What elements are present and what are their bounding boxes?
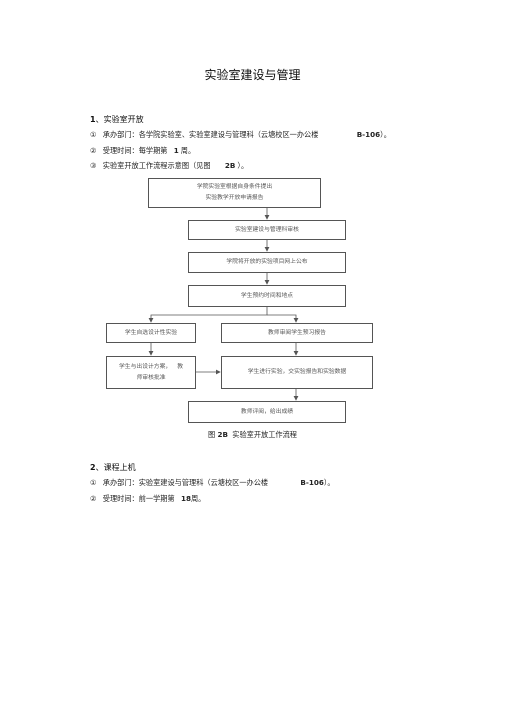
item-marker: ②: [90, 146, 97, 155]
item-text: 实验室开放工作流程示意图（见图: [102, 161, 211, 170]
page-title: 实验室建设与管理: [204, 68, 301, 82]
item-tail: ）。: [380, 130, 391, 139]
flow-box-text: 师审核批准: [136, 374, 166, 381]
item-code: B-106: [356, 130, 381, 139]
section-1-item-3: ③ 实验室开放工作流程示意图（见图 2B）。: [90, 161, 248, 171]
flow-box-text: 学院实验室根据自身条件提出: [196, 184, 273, 190]
flow-box-text-part: 学生与出设计方案，: [119, 363, 172, 370]
flow-box-design-experiment: 学生自选设计性实验: [106, 323, 196, 343]
item-code: 1: [173, 146, 179, 155]
item-tail: 周。: [180, 146, 196, 155]
item-text: 承办部门：各学院实验室、实验室建设与管理科（云塘校区一办公楼: [102, 130, 319, 139]
flow-box-grading: 教师评阅，给出成绩: [188, 401, 346, 423]
flow-box-text: 学生与出设计方案， 教: [119, 362, 183, 373]
item-code: 2B: [224, 161, 236, 170]
section-2-title: 、课程上机: [95, 463, 136, 472]
flow-box-design-plan: 学生与出设计方案， 教 师审核批准: [106, 356, 196, 389]
item-tail: 周。: [190, 494, 206, 503]
flow-box-text: 学生预约时间和地点: [240, 292, 294, 299]
section-2-number: 2: [90, 463, 96, 472]
section-1-title: 、实验室开放: [95, 115, 144, 124]
flow-box-text: 学院将开放的实验项目网上公布: [226, 259, 308, 265]
item-marker: ①: [90, 478, 97, 487]
flow-box-text: 教师审阅学生预习报告: [268, 329, 326, 336]
item-marker: ②: [90, 494, 97, 503]
item-code: 18: [180, 494, 191, 503]
arrow-4-5: [148, 307, 268, 323]
flow-box-conduct-experiment: 学生进行实验，交实验报告和实验数据: [221, 356, 373, 389]
caption-fig-number: 2B: [217, 430, 228, 439]
section-1-item-1: ① 承办部门：各学院实验室、实验室建设与管理科（云塘校区一办公楼 B-106）。: [90, 130, 391, 140]
item-text: 受理时间：每学期第: [102, 146, 168, 155]
caption-fig-label: 图: [208, 430, 216, 439]
flow-box-reservation: 学生预约时间和地点: [188, 285, 346, 307]
section-2-item-1: ① 承办部门：实验室建设与管理科（云塘校区一办公楼 B-106）。: [90, 478, 335, 488]
section-1-number: 1: [90, 115, 96, 124]
item-text: 受理时间：前一学期第: [102, 494, 175, 503]
item-marker: ③: [90, 161, 97, 170]
arrow-4-6: [267, 314, 299, 323]
flow-box-text: 学生自选设计性实验: [124, 329, 178, 336]
flow-box-review: 实验室建设与管理科审核: [188, 220, 346, 240]
figure-caption: 图 2B 实验室开放工作流程: [0, 430, 505, 440]
flow-box-publish: 学院将开放的实验项目网上公布: [188, 252, 346, 273]
flow-box-application: 学院实验室根据自身条件提出 实验教学开放申请报告: [148, 178, 321, 208]
flow-box-text: 教师评阅，给出成绩: [240, 408, 294, 415]
flow-box-preview-report: 教师审阅学生预习报告: [221, 323, 373, 343]
flow-box-text: 学生进行实验，交实验报告和实验数据: [247, 369, 347, 375]
item-code: B-106: [300, 478, 324, 487]
flow-box-text-part: 教: [177, 363, 183, 370]
item-tail: ）。: [237, 161, 249, 170]
section-2-heading: 2、课程上机: [90, 462, 136, 473]
item-marker: ①: [90, 130, 97, 139]
item-tail: ）。: [323, 478, 335, 487]
item-text: 承办部门：实验室建设与管理科（云塘校区一办公楼: [102, 478, 269, 487]
flow-box-text: 实验教学开放申请报告: [205, 195, 264, 201]
section-2-item-2: ② 受理时间：前一学期第 18周。: [90, 494, 205, 504]
caption-text: 实验室开放工作流程: [232, 430, 297, 439]
flow-box-text: 实验室建设与管理科审核: [235, 226, 299, 233]
section-1-heading: 1、实验室开放: [90, 114, 144, 125]
